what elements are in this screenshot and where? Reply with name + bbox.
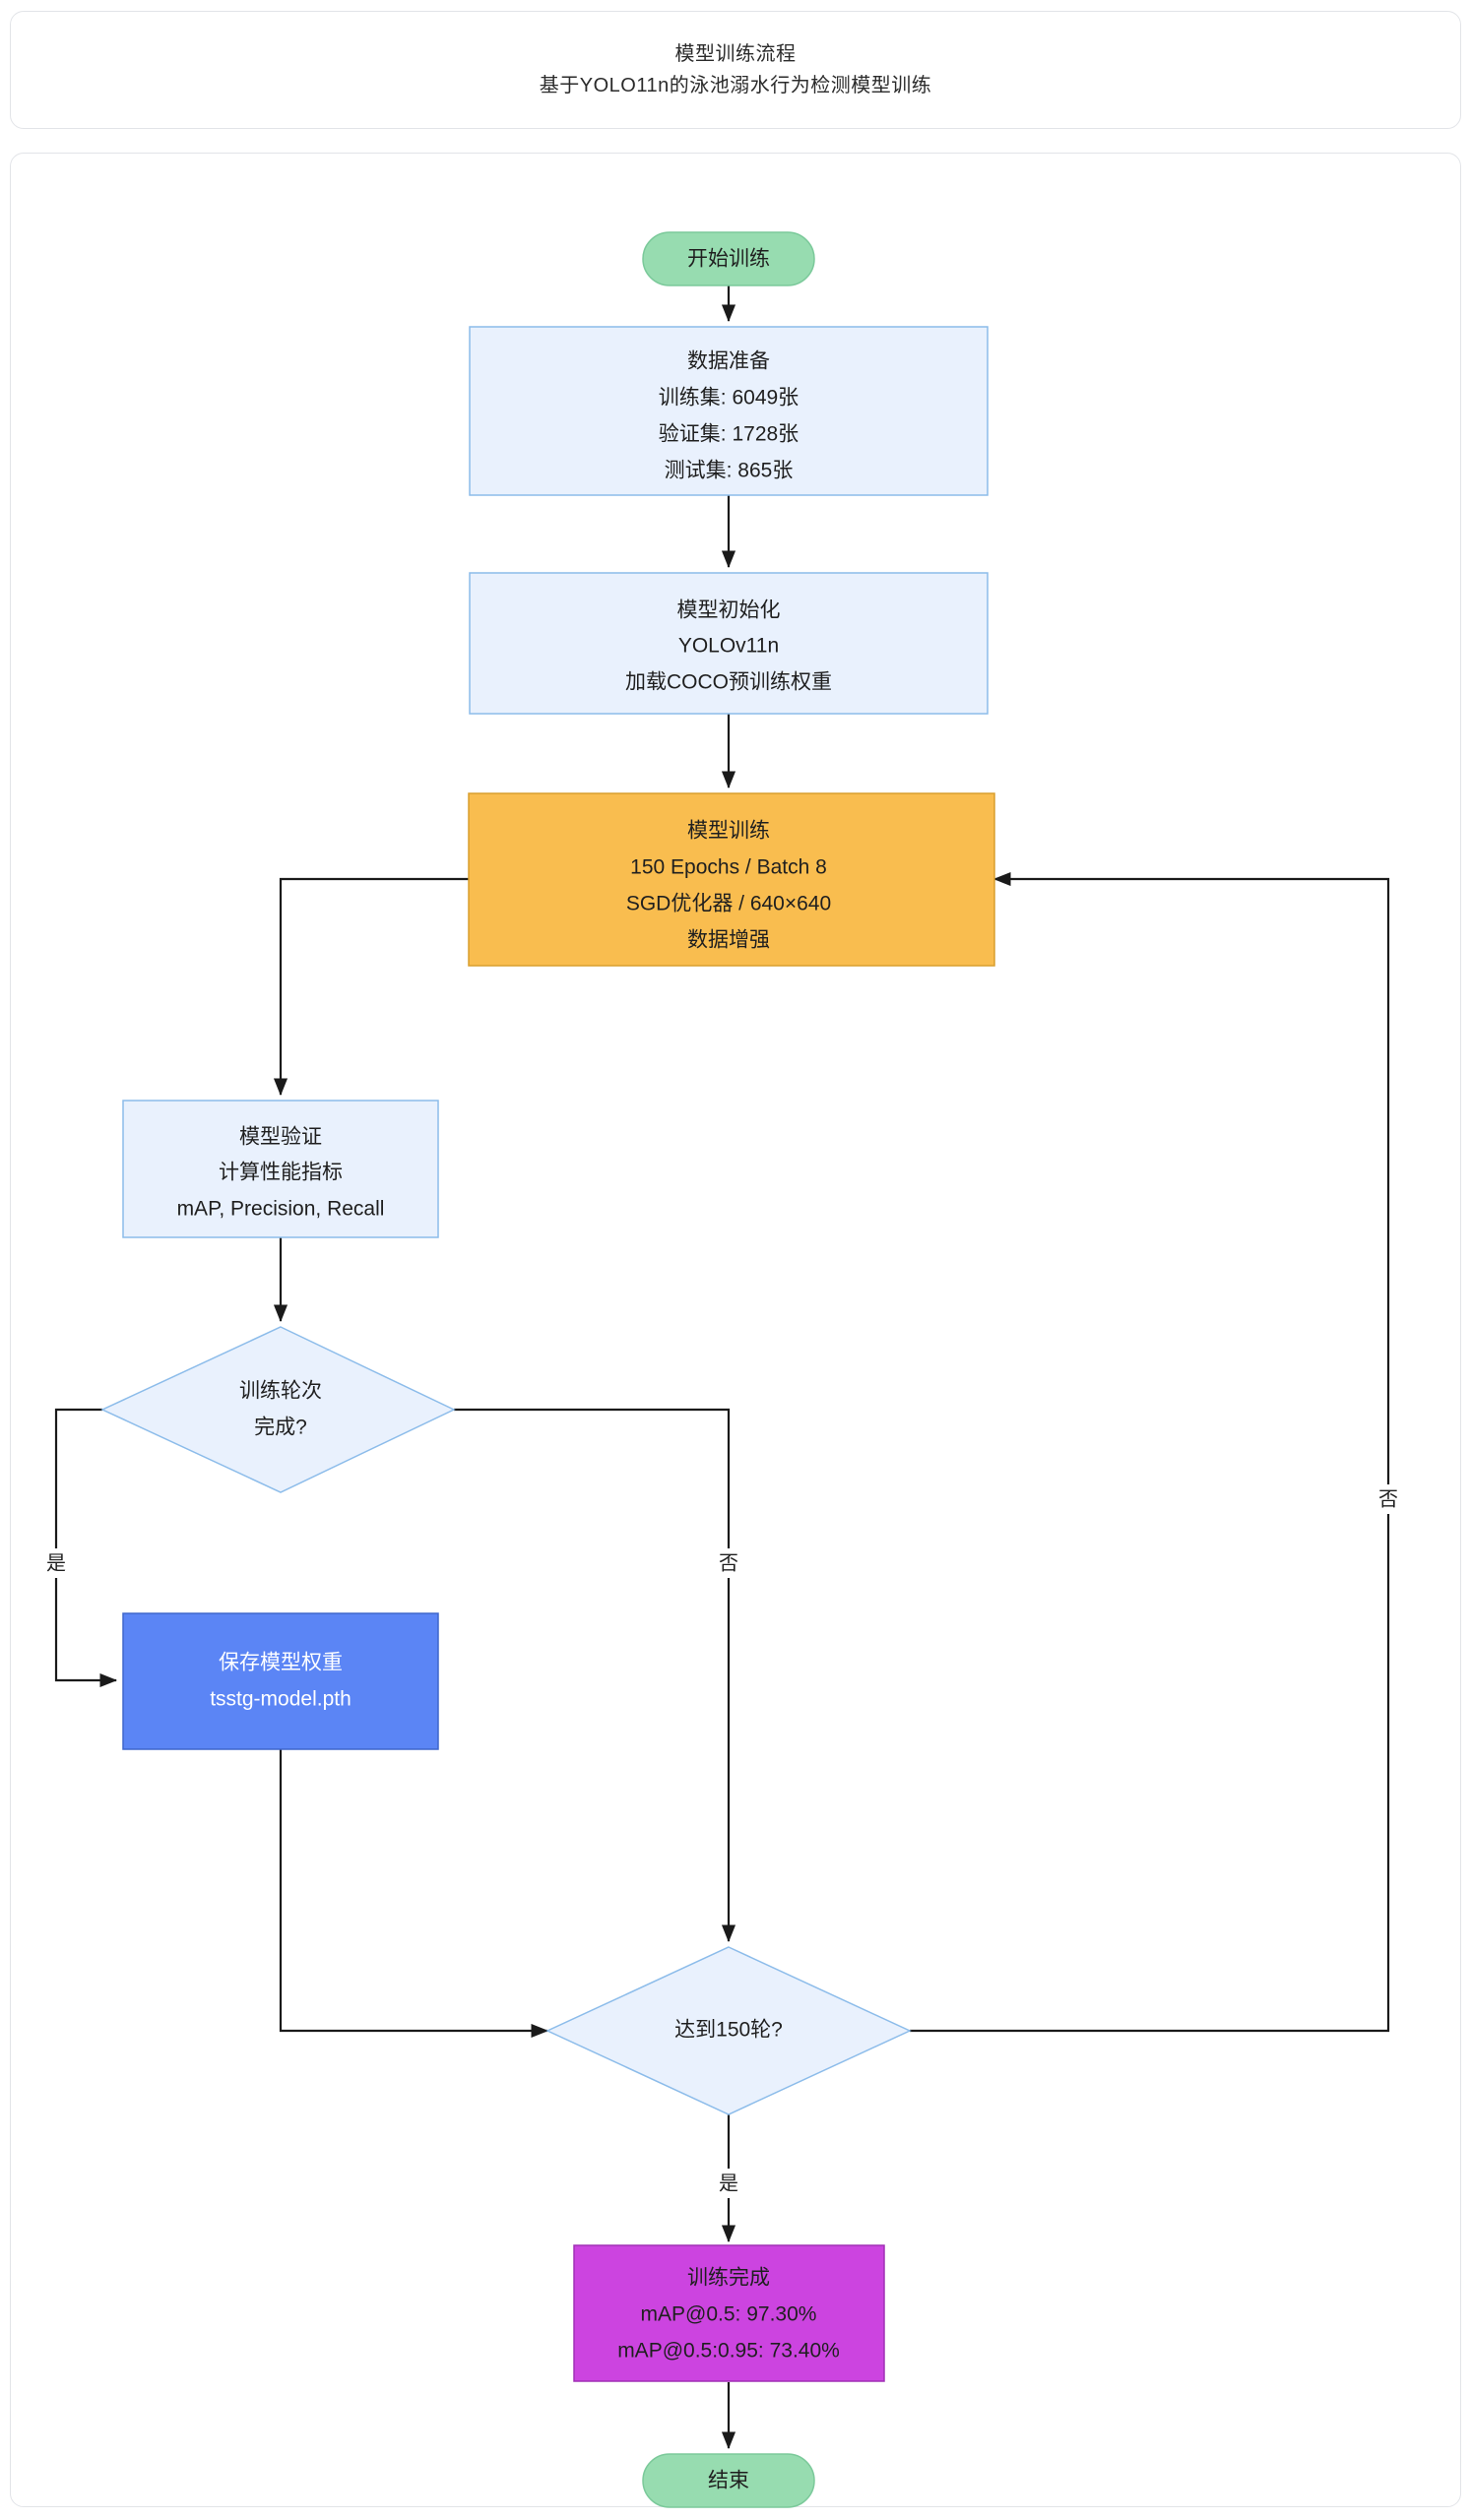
edge-save-to-decision150	[279, 1749, 549, 2039]
node-decision-reach-150[interactable]: 达到150轮?	[545, 1946, 912, 2115]
edge-label-final-yes: 是	[719, 2173, 738, 2194]
node-training-complete-line3: mAP@0.5:0.95: 73.40%	[617, 2340, 840, 2362]
edge-decision150-no-to-training	[910, 871, 1390, 2033]
node-start[interactable]: 开始训练	[642, 231, 815, 286]
node-data-preparation-shape[interactable]	[469, 326, 989, 496]
node-model-validation-line1: 模型验证	[239, 1126, 322, 1149]
node-save-weights[interactable]: 保存模型权重 tsstg-model.pth	[122, 1612, 439, 1750]
node-training-complete-line2: mAP@0.5: 97.30%	[641, 2303, 817, 2326]
node-end-shape[interactable]	[642, 2453, 815, 2508]
node-data-preparation-line2: 训练集: 6049张	[659, 387, 799, 410]
title-panel: 模型训练流程 基于YOLO11n的泳池溺水行为检测模型训练	[10, 11, 1461, 129]
node-training-complete-shape[interactable]	[573, 2244, 885, 2382]
node-model-training-line3: SGD优化器 / 640×640	[626, 893, 831, 915]
node-model-validation-line3: mAP, Precision, Recall	[177, 1198, 385, 1221]
edge-decision-epoch-yes-to-save	[54, 1408, 118, 1688]
page-subtitle: 基于YOLO11n的泳池溺水行为检测模型训练	[539, 75, 932, 96]
node-model-training-shape[interactable]	[468, 792, 995, 967]
edge-label-loop-no: 否	[1378, 1488, 1398, 1510]
edge-decision-epoch-no-to-decision150	[454, 1408, 736, 1943]
edge-label-epoch-yes: 是	[46, 1552, 66, 1574]
node-model-initialization[interactable]: 模型初始化 YOLOv11n 加载COCO预训练权重	[469, 572, 989, 715]
node-model-validation[interactable]: 模型验证 计算性能指标 mAP, Precision, Recall	[122, 1100, 439, 1238]
node-end[interactable]: 结束	[642, 2453, 815, 2508]
node-data-preparation-line3: 验证集: 1728张	[659, 423, 799, 446]
label-bg-epoch-no	[712, 1548, 745, 1578]
node-model-initialization-line1: 模型初始化	[677, 599, 781, 622]
node-model-training-line2: 150 Epochs / Batch 8	[630, 856, 827, 879]
node-model-initialization-shape[interactable]	[469, 572, 989, 715]
node-decision-epoch-complete-line1: 训练轮次	[239, 1380, 322, 1403]
label-bg-loop-no	[1372, 1484, 1405, 1514]
edge-labels-layer: 是 否 否 是	[39, 1484, 1405, 2198]
node-save-weights-shape[interactable]	[122, 1612, 439, 1750]
node-model-validation-shape[interactable]	[122, 1100, 439, 1238]
label-bg-final-yes	[712, 2169, 745, 2198]
node-decision-reach-150-line1: 达到150轮?	[674, 2019, 783, 2042]
node-model-initialization-line2: YOLOv11n	[678, 635, 779, 658]
edges-layer	[54, 284, 1390, 2450]
node-model-training[interactable]: 模型训练 150 Epochs / Batch 8 SGD优化器 / 640×6…	[468, 792, 995, 967]
flowchart-panel	[10, 153, 1461, 2507]
node-data-preparation-line4: 测试集: 865张	[665, 460, 794, 482]
page-title: 模型训练流程	[674, 43, 797, 65]
node-start-shape[interactable]	[642, 231, 815, 286]
edge-training-to-validation	[273, 877, 469, 1097]
node-model-validation-line2: 计算性能指标	[219, 1162, 343, 1184]
node-model-training-line1: 模型训练	[687, 820, 770, 843]
node-data-preparation-line1: 数据准备	[687, 350, 770, 373]
node-start-label: 开始训练	[687, 248, 770, 271]
node-end-label: 结束	[708, 2470, 749, 2492]
node-training-complete-line1: 训练完成	[687, 2267, 770, 2290]
node-model-training-line4: 数据增强	[687, 929, 770, 952]
node-decision-reach-150-shape[interactable]	[545, 1946, 912, 2115]
label-bg-epoch-yes	[39, 1548, 73, 1578]
node-model-initialization-line3: 加载COCO预训练权重	[625, 671, 832, 694]
node-save-weights-line1: 保存模型权重	[219, 1652, 343, 1674]
node-data-preparation[interactable]: 数据准备 训练集: 6049张 验证集: 1728张 测试集: 865张	[469, 326, 989, 496]
node-training-complete[interactable]: 训练完成 mAP@0.5: 97.30% mAP@0.5:0.95: 73.40…	[573, 2244, 885, 2382]
edge-label-epoch-no: 否	[719, 1552, 738, 1574]
node-save-weights-line2: tsstg-model.pth	[210, 1688, 352, 1711]
node-decision-epoch-complete-shape[interactable]	[100, 1326, 456, 1493]
node-decision-epoch-complete-line2: 完成?	[254, 1417, 307, 1439]
node-decision-epoch-complete[interactable]: 训练轮次 完成?	[100, 1326, 456, 1493]
